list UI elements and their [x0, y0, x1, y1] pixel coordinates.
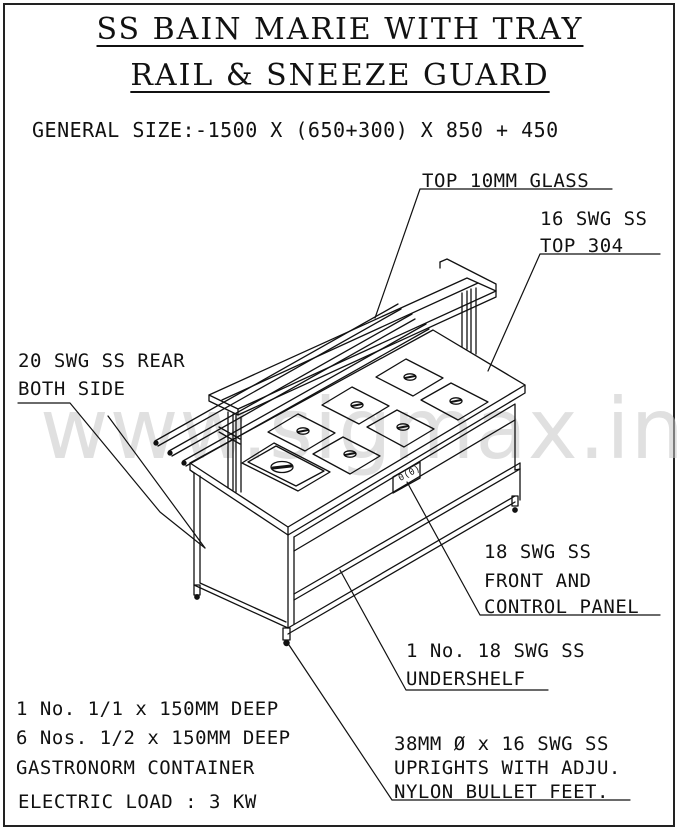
label-rear-1: 20 SWG SS REAR — [18, 350, 186, 372]
label-undershelf-1: 1 No. 18 SWG SS — [406, 640, 586, 662]
label-undershelf-2: UNDERSHELF — [406, 668, 526, 690]
well-lids — [270, 373, 463, 474]
note-line-1: 1 No. 1/1 x 150MM DEEP — [16, 698, 279, 720]
label-rear-2: BOTH SIDE — [18, 378, 126, 400]
label-uprights-1: 38MM Ø x 16 SWG SS — [394, 733, 609, 755]
label-front-2: FRONT AND — [484, 570, 592, 592]
general-size: GENERAL SIZE:-1500 X (650+300) X 850 + 4… — [32, 118, 559, 142]
label-front-1: 18 SWG SS — [484, 541, 592, 563]
wells — [241, 358, 489, 492]
note-line-4: ELECTRIC LOAD : 3 KW — [18, 791, 257, 813]
label-top-ss-1: 16 SWG SS — [540, 208, 648, 230]
label-top-glass: TOP 10MM GLASS — [422, 170, 590, 192]
title-line-1: SS BAIN MARIE WITH TRAY — [96, 12, 584, 47]
legs — [193, 495, 519, 647]
label-front-3: CONTROL PANEL — [484, 596, 640, 618]
counter-body — [189, 403, 521, 635]
drawing-border — [3, 3, 675, 827]
label-top-ss-2: TOP 304 — [540, 235, 624, 257]
label-uprights-2: UPRIGHTS WITH ADJU. — [394, 757, 621, 779]
title-line-2: RAIL & SNEEZE GUARD — [130, 58, 550, 93]
label-uprights-3: NYLON BULLET FEET. — [394, 781, 609, 803]
leader-lines — [17, 188, 661, 801]
note-line-3: GASTRONORM CONTAINER — [16, 757, 255, 779]
tray-rails — [153, 303, 430, 467]
note-line-2: 6 Nos. 1/2 x 150MM DEEP — [16, 727, 291, 749]
watermark: www.sigmax.in — [40, 380, 680, 478]
